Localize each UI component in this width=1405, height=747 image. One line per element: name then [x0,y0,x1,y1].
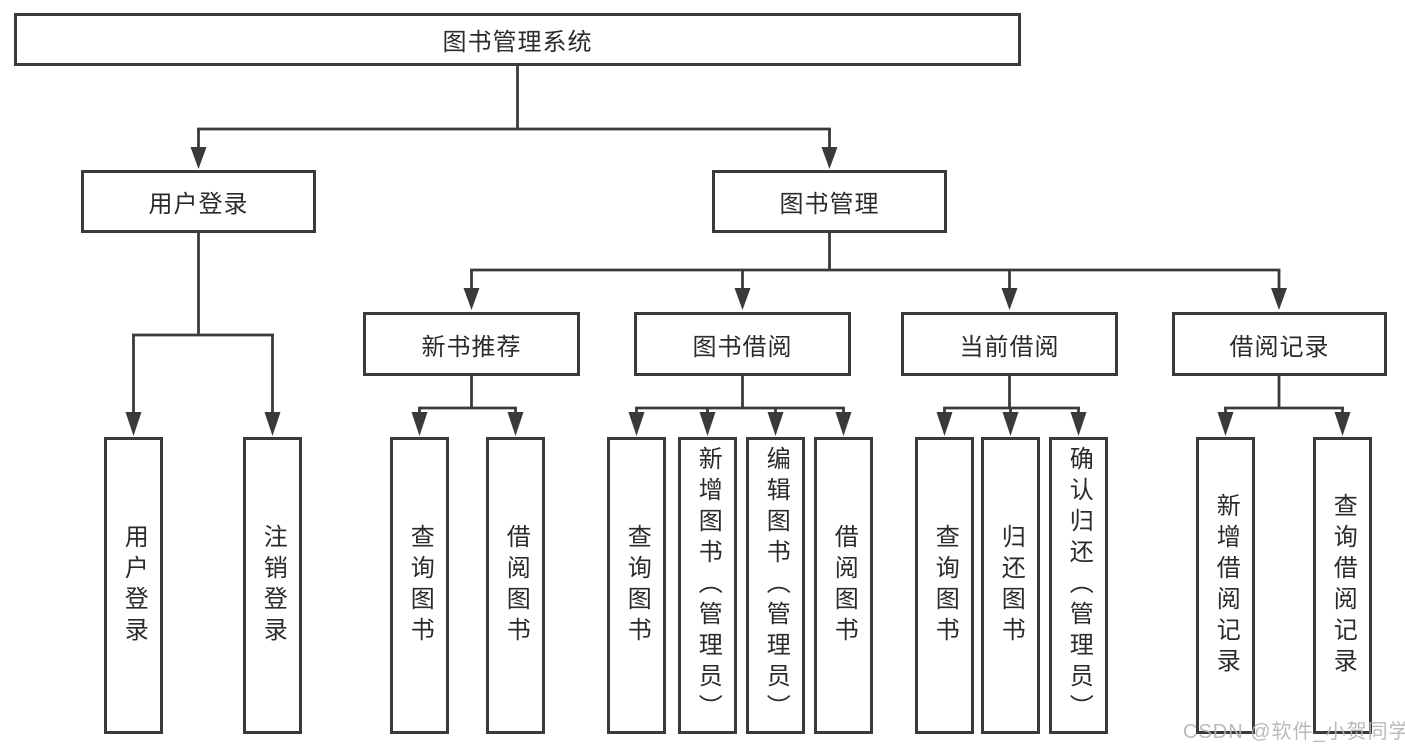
arrowhead-newbook [463,288,480,310]
leaf-nb-borrow-book: 借阅图书 [486,437,545,734]
node-book-management-label: 图书管理 [779,191,880,218]
arrowhead-bookborrow [734,288,751,310]
node-book-borrow: 图书借阅 [634,312,851,376]
node-book-borrow-label: 图书借阅 [692,333,793,361]
arrowhead-nb-leaf1 [411,412,428,436]
arrowhead-borrowrecord [1271,288,1287,310]
arrowhead-book-mgmt [821,147,838,169]
leaf-nb-query-book-label: 查询图书 [406,523,434,648]
leaf-nb-borrow-book-label: 借阅图书 [502,523,530,648]
arrowhead-br-leaf1 [1217,412,1234,436]
arrowhead-user-login [190,147,207,169]
arrowhead-cb-leaf1 [936,412,953,436]
node-book-management: 图书管理 [712,170,947,233]
arrowhead-bb-leaf4 [835,412,852,436]
leaf-br-add-record-label: 新增借阅记录 [1212,492,1240,679]
leaf-bb-edit-book-admin-label: 编辑图书（管理员） [762,446,790,725]
arrowhead-logout-leaf [264,412,281,436]
arrowhead-bb-leaf1 [628,412,645,436]
leaf-logout: 注销登录 [243,437,302,734]
leaf-br-add-record: 新增借阅记录 [1196,437,1255,734]
node-current-borrow-label: 当前借阅 [959,333,1060,361]
leaf-cb-query-book: 查询图书 [915,437,974,734]
leaf-cb-query-book-label: 查询图书 [931,523,959,648]
leaf-cb-confirm-return-admin: 确认归还（管理员） [1049,437,1108,734]
node-new-book-recommend: 新书推荐 [363,312,580,376]
leaf-nb-query-book: 查询图书 [390,437,449,734]
leaf-bb-query-book: 查询图书 [607,437,666,734]
arrowhead-cb-leaf2 [1002,412,1019,436]
arrowhead-bb-leaf3 [767,412,784,436]
leaf-bb-edit-book-admin: 编辑图书（管理员） [746,437,805,734]
leaf-bb-borrow-book: 借阅图书 [814,437,873,734]
leaf-bb-add-book-admin-label: 新增图书（管理员） [694,446,722,725]
node-borrow-record-label: 借阅记录 [1229,333,1330,361]
leaf-bb-add-book-admin: 新增图书（管理员） [678,437,737,734]
arrowhead-cb-leaf3 [1070,412,1087,436]
node-root: 图书管理系统 [14,13,1021,66]
leaf-br-query-record-label: 查询借阅记录 [1329,492,1357,679]
arrowhead-login-leaf [125,412,142,436]
leaf-cb-confirm-return-admin-label: 确认归还（管理员） [1065,446,1093,725]
leaf-bb-borrow-book-label: 借阅图书 [830,523,858,648]
node-root-label: 图书管理系统 [442,29,593,56]
leaf-br-query-record: 查询借阅记录 [1313,437,1372,734]
node-user-login: 用户登录 [81,170,316,233]
node-borrow-record: 借阅记录 [1172,312,1387,376]
leaf-cb-return-book-label: 归还图书 [997,523,1025,648]
leaf-bb-query-book-label: 查询图书 [623,523,651,648]
arrowhead-nb-leaf2 [507,412,524,436]
node-current-borrow: 当前借阅 [901,312,1118,376]
leaf-user-login-label: 用户登录 [120,523,148,648]
arrowhead-currentborrow [1001,288,1018,310]
leaf-cb-return-book: 归还图书 [981,437,1040,734]
leaf-user-login: 用户登录 [104,437,163,734]
csdn-watermark: CSDN @软件_小贺同学 [1183,721,1405,743]
arrowhead-br-leaf2 [1334,412,1351,436]
node-user-login-label: 用户登录 [148,191,249,218]
node-new-book-recommend-label: 新书推荐 [421,333,522,361]
arrowhead-bb-leaf2 [699,412,716,436]
leaf-logout-label: 注销登录 [259,523,287,648]
